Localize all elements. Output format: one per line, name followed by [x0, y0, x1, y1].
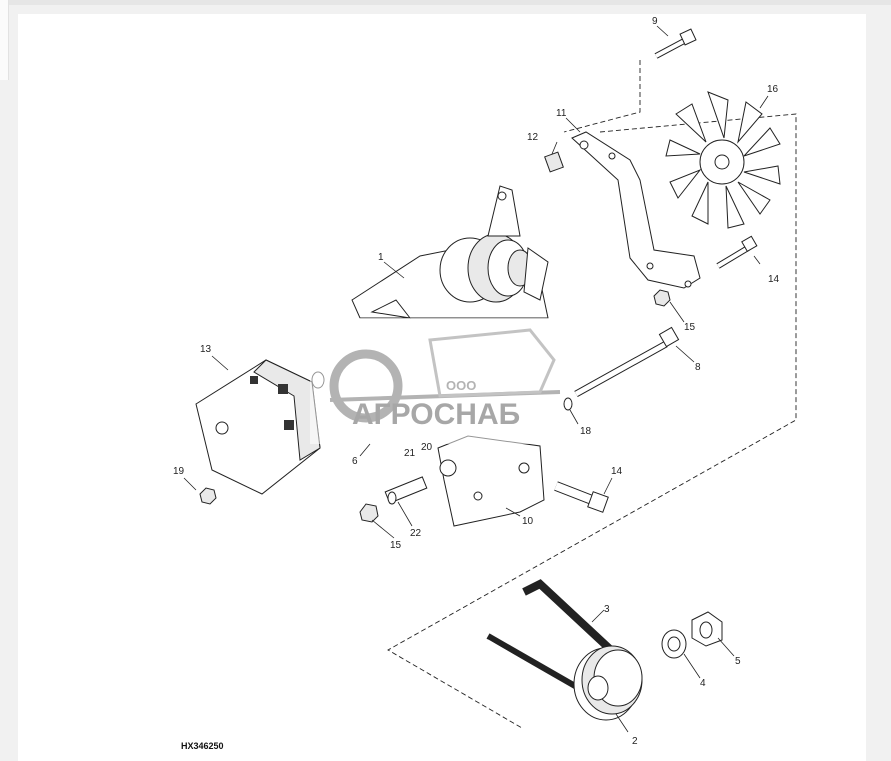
- callout-10: 10: [522, 516, 534, 527]
- side-panel-edge: [0, 0, 9, 80]
- watermark-brand-text: АГРОСНАБ: [352, 398, 520, 431]
- watermark-small-text: ООО: [446, 378, 476, 393]
- callout-4: 4: [700, 678, 706, 689]
- part-4-washer: [661, 629, 687, 659]
- part-12-spacer: [544, 151, 564, 173]
- part-11-bracket: [571, 131, 701, 289]
- callout-12: 12: [527, 132, 539, 143]
- callout-11: 11: [556, 108, 567, 119]
- part-15-nut-upper: [653, 289, 671, 307]
- part-15-nut-lower: [359, 503, 379, 523]
- callout-18: 18: [580, 426, 592, 437]
- callout-14-lower: 14: [611, 466, 623, 477]
- part-8-long-bolt: [574, 326, 680, 398]
- agrosnab-watermark: ООО АГРОСНАБ: [310, 318, 561, 444]
- part-19-nut: [199, 487, 217, 505]
- callout-5: 5: [735, 656, 741, 667]
- callout-9: 9: [652, 16, 658, 27]
- callout-14-upper: 14: [768, 274, 780, 285]
- callout-15-upper: 15: [684, 322, 696, 333]
- part-9-bolt: [654, 28, 697, 59]
- callout-16: 16: [767, 84, 779, 95]
- callout-19: 19: [173, 466, 185, 477]
- leader-lines: [183, 25, 769, 733]
- part-13-rear-cover: [195, 359, 321, 495]
- callout-13: 13: [200, 344, 212, 355]
- callout-3: 3: [604, 604, 610, 615]
- figure-reference: HX346250: [181, 741, 224, 751]
- part-18-washer: [563, 397, 573, 411]
- callout-8: 8: [695, 362, 701, 373]
- callout-1: 1: [378, 252, 384, 263]
- part-14-bolt-upper: [716, 235, 758, 269]
- part-3-belt: [486, 579, 629, 695]
- part-22-sleeve: [384, 476, 428, 505]
- callout-21: 21: [404, 448, 416, 459]
- callout-2: 2: [632, 736, 638, 747]
- callout-20: 20: [421, 442, 433, 453]
- part-14-bolt-lower: [554, 481, 609, 513]
- callout-15-lower: 15: [390, 540, 402, 551]
- part-16-fan: [665, 91, 781, 229]
- part-10-mount-bracket: [437, 435, 545, 527]
- callout-22: 22: [410, 528, 422, 539]
- part-5-nut: [691, 611, 723, 647]
- top-bar: [0, 0, 891, 5]
- assembly-boundary-dashed: [387, 60, 797, 729]
- part-1-alternator: [351, 185, 549, 319]
- callout-6: 6: [352, 456, 358, 467]
- part-2-pulley: [573, 645, 643, 721]
